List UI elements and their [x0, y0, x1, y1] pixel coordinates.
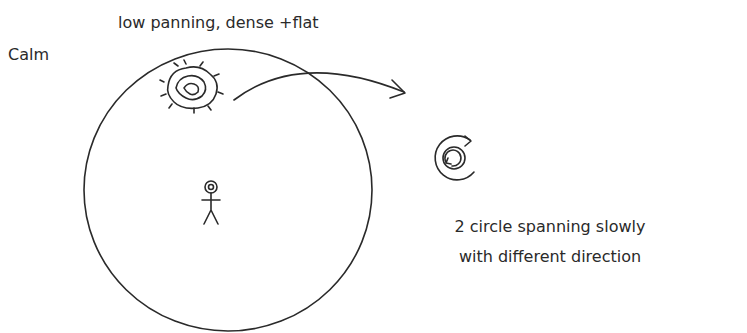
note-label: low panning, dense +flat	[118, 8, 319, 38]
swirl-cloud	[160, 60, 223, 113]
curved-arrow	[234, 73, 405, 100]
stick-figure	[202, 181, 220, 224]
big-circle	[84, 49, 372, 331]
note-label: 2 circle spanning slowly with different …	[440, 212, 660, 273]
spinning-circles	[435, 136, 474, 180]
region-label: Calm	[8, 40, 49, 70]
